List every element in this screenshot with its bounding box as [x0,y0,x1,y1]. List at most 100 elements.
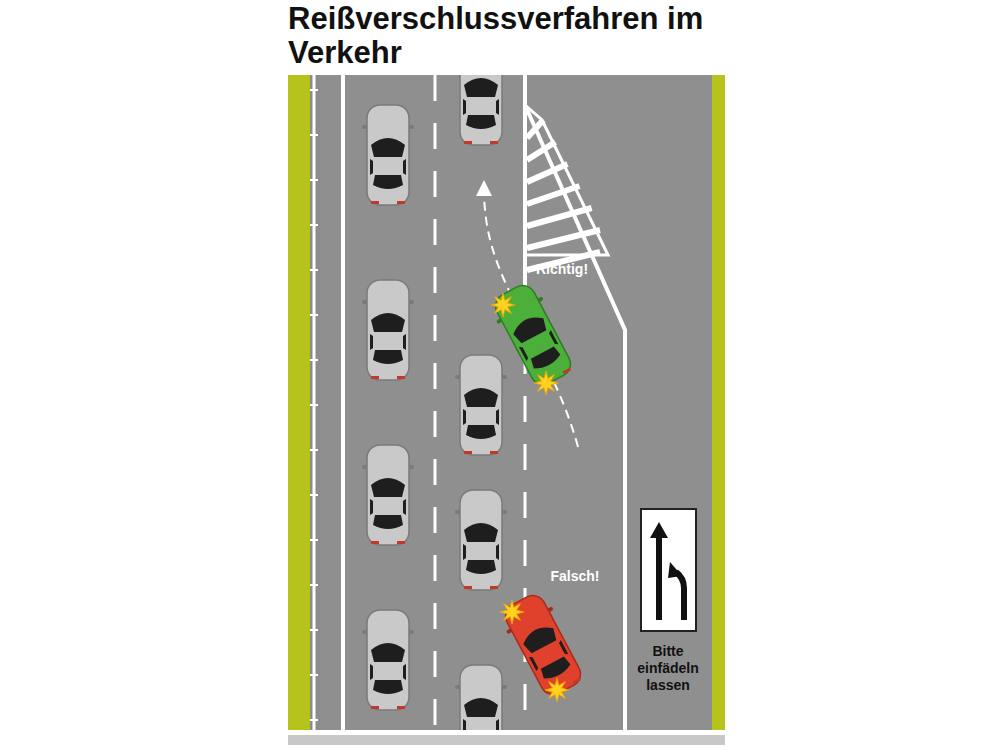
drawing-part [371,478,405,497]
verge [288,75,725,730]
drawing-part [370,499,373,515]
asphalt [320,75,712,730]
drawing-part [463,99,466,115]
post [310,134,318,136]
drawing-part [491,281,575,389]
drawing-part [668,562,682,578]
drawing-part [373,350,403,364]
post [310,449,318,451]
restricted-area [525,105,608,255]
drawing-part [676,572,684,620]
drawing-part [460,355,502,455]
drawing-part [367,105,409,205]
drawing-part [464,523,498,542]
lane-sign [641,509,696,631]
drawing-part [370,664,373,680]
merging-car-wrong [497,589,590,702]
drawing-part [641,509,696,631]
drawing-part [466,115,496,129]
drawing-part [371,706,379,709]
drawing-part [463,409,466,425]
post [310,314,318,316]
drawing-part [469,408,493,424]
post [310,89,318,91]
drawing-part [463,544,466,560]
drawing-part [464,78,498,97]
road [288,75,725,730]
drawing-part [466,560,496,574]
queued-car [362,610,414,710]
drawing-part [469,98,493,114]
bottom-bar [288,735,725,745]
drawing-part [524,332,553,357]
drawing-part [464,698,498,717]
drawing-part [527,208,592,226]
drawing-part [371,138,405,157]
grass-left [288,75,310,730]
post [310,674,318,676]
post [310,224,318,226]
wrong-label: Falsch! [540,568,610,585]
drawing-part [464,141,472,144]
drawing-part [496,409,499,425]
drawing-part [460,665,502,730]
queued-car [455,490,507,590]
drawing-part [371,376,379,379]
drawing-part [376,333,400,349]
drawing-part [373,680,403,694]
drawing-part [464,388,498,407]
drawing-part [367,445,409,545]
post [310,179,318,181]
drawing-part [397,706,405,709]
drawing-part [490,141,498,144]
merging-car-correct [487,279,580,392]
post [310,494,318,496]
queued-car [362,280,414,380]
drawing-part [463,719,466,730]
drawing-part [534,642,563,667]
grass-right [712,75,725,730]
post [310,584,318,586]
sign-caption: Bitte einfädeln lassen [628,643,708,694]
drawing-part [371,541,379,544]
drawing-part [371,201,379,204]
drawing-part [371,643,405,662]
indicator-light [491,293,515,317]
drawing-part [397,541,405,544]
post [310,359,318,361]
drawing-part [403,499,406,515]
post [310,719,318,721]
correct-label: Richtig! [527,261,597,278]
drawing-part [656,535,662,620]
drawing-part [370,334,373,350]
indicator-light [500,600,524,624]
drawing-part [573,678,581,684]
drawing-part [403,664,406,680]
drawing-part [376,498,400,514]
edge-line [313,75,316,730]
drawing-part [397,376,405,379]
drawing-part [563,368,571,374]
drawing-part [527,164,567,182]
drawing-part [367,280,409,380]
drawing-part [373,175,403,189]
drawing-part [466,425,496,439]
drawing-part [403,334,406,350]
post [310,629,318,631]
drawing-part [469,543,493,559]
drawing-part [464,586,472,589]
drawing-part [397,201,405,204]
drawing-part [460,490,502,590]
drawing-part [490,586,498,589]
drawing-part [496,544,499,560]
merge-trajectory [484,188,578,447]
post [310,404,318,406]
post [310,539,318,541]
drawing-part [501,591,585,699]
drawing-part [464,451,472,454]
post [310,269,318,271]
drawing-part [469,718,493,730]
drawing-part [527,186,580,204]
